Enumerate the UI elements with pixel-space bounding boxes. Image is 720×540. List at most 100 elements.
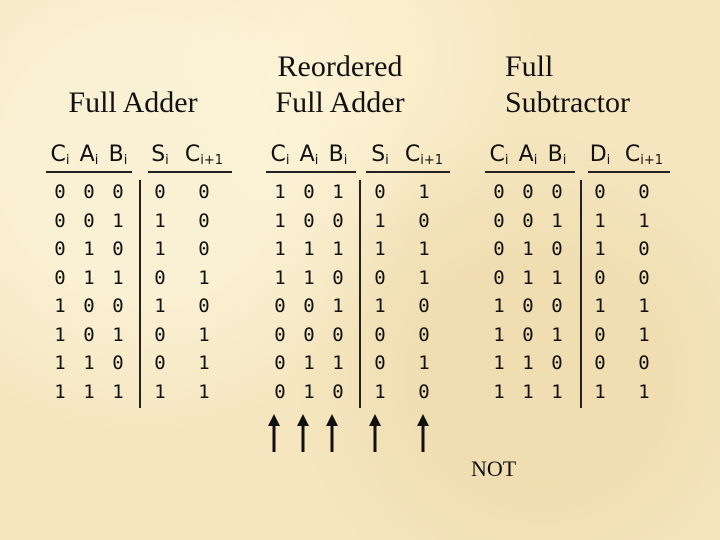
subtractor-title-line1: Full	[505, 50, 554, 83]
table-cell: 0	[332, 323, 344, 346]
header-underline	[266, 171, 356, 173]
table-cell: 1	[154, 238, 166, 260]
table-cell: 1	[112, 380, 124, 403]
table-cell: 1	[522, 238, 534, 260]
table-cell: 0	[594, 352, 606, 374]
table-cell: 1	[418, 352, 430, 374]
table-cell: 1	[594, 380, 606, 403]
table-cell: 0	[493, 209, 505, 232]
table-cell: 0	[374, 181, 386, 203]
table-cell: 1	[83, 380, 95, 403]
table-cell: 1	[54, 295, 66, 317]
table-cell: 1	[112, 209, 124, 232]
column-header-subscript: i	[165, 153, 169, 168]
table-cell: 1	[551, 380, 563, 403]
table-cell: 1	[274, 266, 286, 289]
table-cell: 0	[54, 181, 66, 203]
table-cell: 1	[594, 295, 606, 317]
table-cell: 0	[522, 181, 534, 203]
table-cell: 0	[303, 295, 315, 317]
column-header-subscript: i	[123, 153, 128, 168]
table-cell: 0	[83, 181, 95, 203]
table-cell: 0	[418, 323, 430, 346]
column-header-group: Ai	[519, 142, 538, 168]
column-header-group: Ci+1	[185, 142, 223, 168]
column-header: A	[299, 142, 315, 167]
column-header-group: Ci	[51, 142, 70, 168]
table-cell: 0	[112, 352, 124, 374]
table-cell: 0	[274, 380, 286, 403]
column-header-subscript: i	[94, 153, 99, 168]
table-cell: 0	[522, 295, 534, 317]
table-cell: 0	[551, 181, 563, 203]
table-cell: 1	[54, 380, 66, 403]
header-underline	[485, 171, 575, 173]
table-cell: 0	[154, 352, 166, 374]
table-cell: 1	[522, 266, 534, 289]
table-cell: 1	[303, 352, 315, 374]
column-header: C	[624, 142, 641, 167]
table-cell: 1	[332, 295, 344, 317]
table-cell: 1	[198, 323, 210, 346]
table-cell: 1	[638, 323, 650, 346]
table-cell: 1	[198, 352, 210, 374]
column-header-group: Si	[371, 142, 389, 168]
table-cell: 0	[418, 209, 430, 232]
column-header-group: Bi	[548, 142, 567, 168]
table-cell: 1	[374, 295, 386, 317]
column-header-group: Ci	[271, 142, 290, 168]
table-cell: 1	[54, 352, 66, 374]
table-cell: 1	[303, 266, 315, 289]
table-cell: 1	[154, 380, 166, 403]
header-underline	[366, 171, 450, 173]
table-cell: 1	[551, 266, 563, 289]
table-cell: 1	[83, 238, 95, 260]
column-header-subscript: i	[65, 153, 70, 168]
table-cell: 1	[418, 238, 430, 260]
table-cell: 1	[638, 380, 650, 403]
table-cell: 0	[112, 295, 124, 317]
table-cell: 0	[54, 266, 66, 289]
column-header-group: Ai	[80, 142, 99, 168]
column-header-group: Si	[151, 142, 169, 168]
table-cell: 1	[332, 238, 344, 260]
table-cell: 1	[493, 380, 505, 403]
table-cell: 0	[493, 266, 505, 289]
table-cell: 1	[493, 295, 505, 317]
table-cell: 0	[594, 266, 606, 289]
table-cell: 1	[198, 266, 210, 289]
column-header: B	[328, 142, 344, 167]
table-cell: 0	[198, 238, 210, 260]
column-header-group: Ai	[300, 142, 319, 168]
table-cell: 0	[54, 238, 66, 260]
table-cell: 0	[418, 295, 430, 317]
column-header-subscript: i	[385, 153, 389, 168]
table-cell: 0	[522, 323, 534, 346]
table-cell: 1	[493, 352, 505, 374]
full-adder-title: Full Adder	[48, 85, 218, 121]
column-header: S	[371, 142, 386, 167]
table-cell: 0	[374, 352, 386, 374]
column-header: A	[79, 142, 95, 167]
table-cell: 1	[112, 266, 124, 289]
column-header-group: Di	[590, 142, 611, 168]
table-cell: 0	[274, 295, 286, 317]
table-cell: 1	[274, 181, 286, 203]
table-cell: 1	[198, 380, 210, 403]
table-cell: 0	[198, 181, 210, 203]
table-cell: 0	[493, 181, 505, 203]
table-cell: 1	[332, 181, 344, 203]
table-cell: 0	[638, 238, 650, 260]
column-header: B	[547, 142, 563, 167]
column-header-group: Ci+1	[625, 142, 663, 168]
table-cell: 1	[83, 352, 95, 374]
column-divider	[359, 180, 361, 408]
reordered-full-adder-title: Reordered Full Adder	[250, 49, 430, 121]
table-cell: 0	[154, 323, 166, 346]
table-cell: 0	[551, 295, 563, 317]
table-cell: 1	[154, 295, 166, 317]
up-arrow-icon	[268, 414, 280, 452]
up-arrow-icon	[417, 414, 429, 452]
table-cell: 1	[638, 209, 650, 232]
table-cell: 1	[522, 352, 534, 374]
